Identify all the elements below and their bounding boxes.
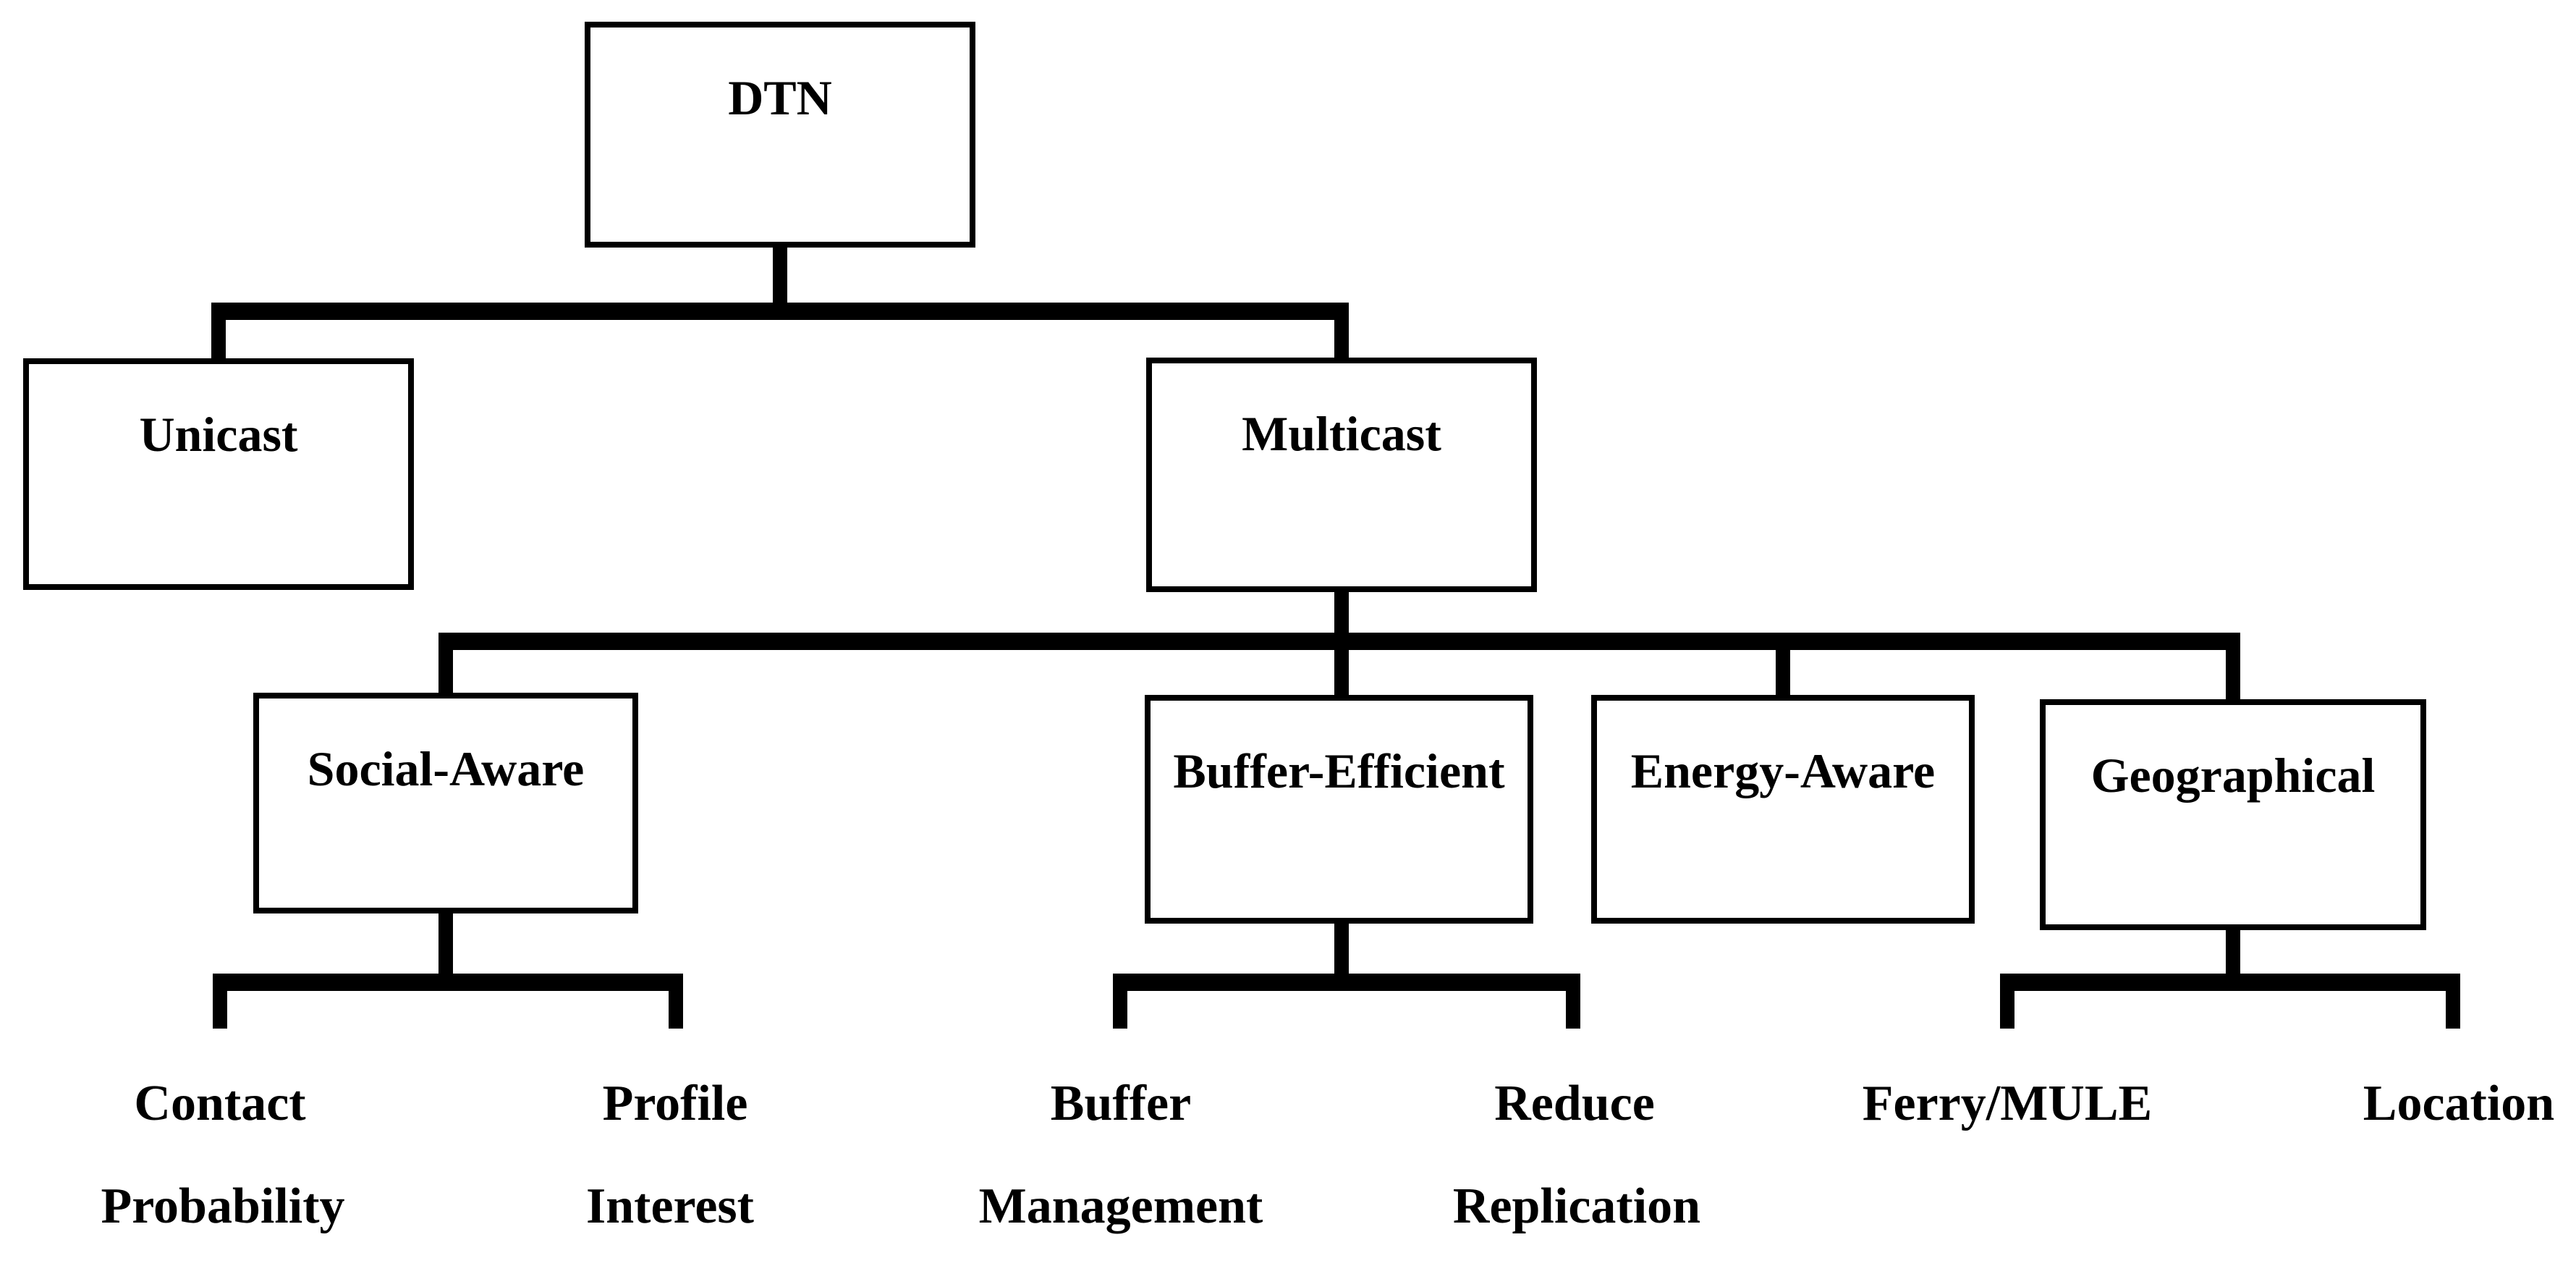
node-geographical-label: Geographical [2090,748,2376,803]
leaf-replication: Replication [1452,1178,1701,1234]
node-social-aware: Social-Aware [253,693,638,913]
bracket-buffer-stub-right [1566,974,1580,1029]
connector-drop-energy [1776,633,1790,695]
node-energy-aware: Energy-Aware [1591,695,1975,924]
bracket-social-stub-right [669,974,683,1029]
connector-dtn-stem [773,248,787,320]
bracket-social-stub-left [213,974,227,1029]
node-buffer-efficient: Buffer-Efficient [1145,695,1533,924]
node-dtn-label: DTN [728,70,832,125]
node-geographical: Geographical [2040,699,2426,930]
node-multicast-label: Multicast [1242,406,1441,461]
connector-drop-geo [2226,633,2240,699]
bracket-geo-stub-left [2000,974,2014,1029]
node-dtn: DTN [585,22,975,248]
leaf-profile: Profile [602,1076,748,1131]
leaf-management: Management [978,1178,1263,1234]
connector-level2-bar [438,633,2240,650]
node-unicast: Unicast [23,358,414,590]
leaf-contact: Contact [134,1076,306,1131]
leaf-ferry-mule: Ferry/MULE [1862,1076,2153,1131]
leaf-interest: Interest [586,1178,754,1234]
bracket-buffer-bar [1113,974,1580,991]
leaf-probability: Probability [101,1178,345,1234]
bracket-geo-bar [2000,974,2460,991]
bracket-geo-stub-right [2446,974,2460,1029]
connector-drop-social [438,633,453,693]
leaf-location: Location [2363,1076,2555,1131]
bracket-social-bar [213,974,683,991]
node-energy-aware-label: Energy-Aware [1630,743,1936,798]
node-multicast: Multicast [1146,358,1537,592]
connector-drop-unicast [211,303,226,358]
leaf-reduce: Reduce [1494,1076,1655,1131]
node-buffer-efficient-label: Buffer-Efficient [1173,743,1505,798]
leaf-buffer: Buffer [1050,1076,1192,1131]
node-social-aware-label: Social-Aware [307,741,585,796]
node-unicast-label: Unicast [139,407,298,462]
connector-level1-bar [211,303,1349,320]
connector-drop-multicast [1334,303,1349,358]
bracket-buffer-stub-left [1113,974,1127,1029]
connector-social-stem [438,913,453,991]
